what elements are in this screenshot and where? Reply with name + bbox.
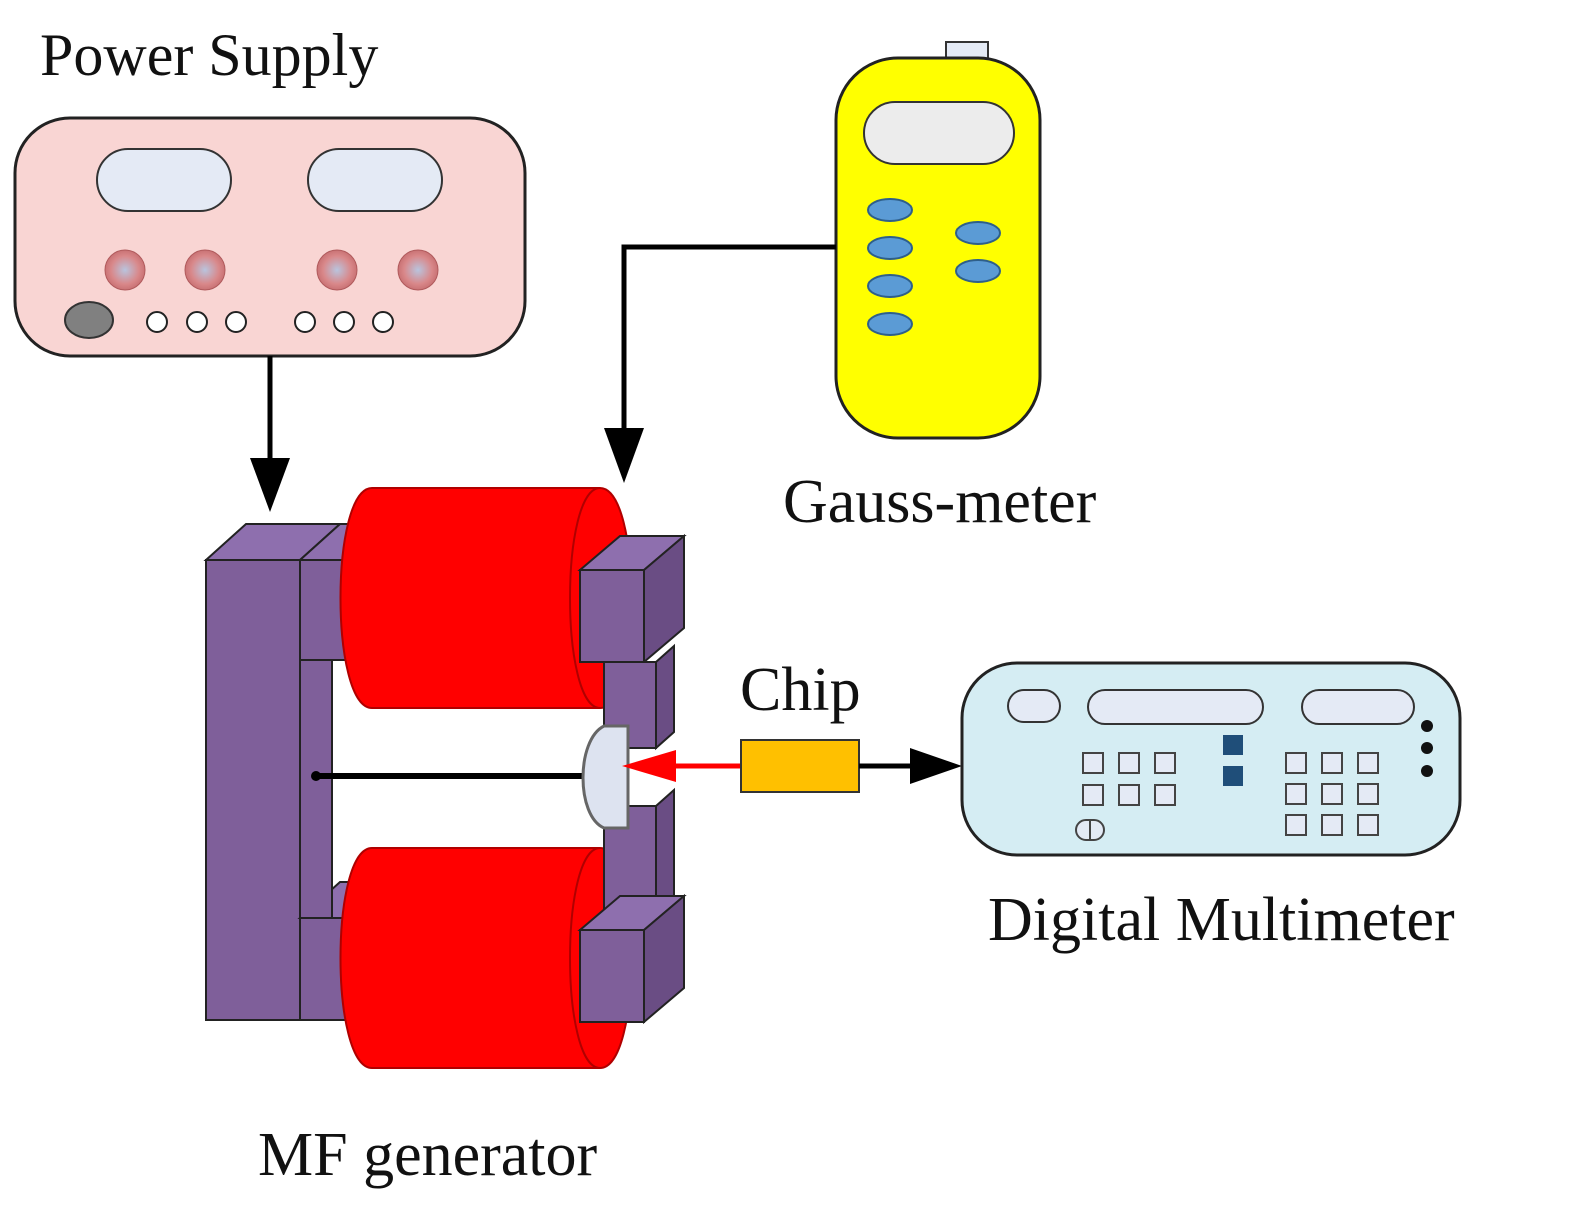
multimeter-left-keypad bbox=[1082, 752, 1176, 806]
gauss-meter-label: Gauss-meter bbox=[783, 468, 1097, 536]
multimeter-key bbox=[1357, 814, 1379, 836]
power-supply-terminal bbox=[333, 311, 355, 333]
wires bbox=[250, 244, 836, 512]
multimeter-key bbox=[1285, 783, 1307, 805]
chip-label: Chip bbox=[740, 656, 861, 724]
upper-pole-tip-side bbox=[655, 643, 675, 751]
power-supply-label: Power Supply bbox=[40, 22, 378, 88]
multimeter-jack bbox=[1421, 720, 1433, 732]
gauss-meter-button bbox=[867, 198, 913, 222]
multimeter-key bbox=[1321, 752, 1343, 774]
multimeter-jack bbox=[1421, 765, 1433, 777]
chip bbox=[740, 739, 860, 793]
lower-coil-edge bbox=[569, 847, 601, 1069]
power-supply-display-left bbox=[96, 148, 232, 212]
power-supply-knob bbox=[184, 249, 226, 291]
gauss-meter-wire-arrowhead bbox=[604, 428, 644, 483]
multimeter-key bbox=[1118, 784, 1140, 806]
upper-coil-edge bbox=[569, 487, 601, 709]
chip-to-multimeter-arrowhead bbox=[910, 748, 962, 784]
digital-multimeter: Digital Multimeter bbox=[960, 661, 1462, 954]
multimeter-key bbox=[1118, 752, 1140, 774]
upper-pole-front bbox=[579, 569, 645, 663]
multimeter-key bbox=[1082, 752, 1104, 774]
gauss-meter-button bbox=[955, 221, 1001, 245]
power-supply-switch bbox=[64, 301, 114, 339]
power-supply-terminal bbox=[186, 311, 208, 333]
gauss-meter: Gauss-meter bbox=[783, 41, 1097, 536]
multimeter-key bbox=[1357, 752, 1379, 774]
multimeter-key bbox=[1285, 752, 1307, 774]
gauss-meter-display bbox=[863, 101, 1015, 165]
digital-multimeter-label: Digital Multimeter bbox=[988, 886, 1455, 954]
sample-rod-end bbox=[311, 771, 321, 781]
multimeter-key bbox=[1082, 784, 1104, 806]
mf-generator-label: MF generator bbox=[258, 1121, 598, 1189]
multimeter-display-small bbox=[1007, 689, 1061, 723]
multimeter-key bbox=[1285, 814, 1307, 836]
power-supply: Power Supply bbox=[13, 22, 527, 358]
power-supply-display-right bbox=[307, 148, 443, 212]
multimeter-jack bbox=[1421, 742, 1433, 754]
power-supply-knob bbox=[316, 249, 358, 291]
probe-red-arrowhead bbox=[622, 750, 676, 782]
power-supply-terminal bbox=[294, 311, 316, 333]
sample-disc bbox=[581, 724, 630, 830]
yoke-vertical-bar bbox=[205, 559, 301, 1021]
gauss-meter-wire bbox=[621, 244, 836, 430]
power-supply-terminal bbox=[225, 311, 247, 333]
multimeter-indicator bbox=[1223, 735, 1243, 755]
multimeter-right-keypad bbox=[1285, 752, 1379, 836]
multimeter-key bbox=[1321, 814, 1343, 836]
multimeter-display-right bbox=[1301, 689, 1415, 725]
power-supply-wire-arrowhead bbox=[250, 458, 290, 512]
gauss-meter-button bbox=[867, 274, 913, 298]
power-supply-terminal bbox=[372, 311, 394, 333]
power-supply-terminal bbox=[146, 311, 168, 333]
yoke-inner-rail bbox=[299, 659, 333, 919]
lower-pole-front bbox=[579, 929, 645, 1023]
gauss-meter-button bbox=[955, 259, 1001, 283]
chip-assembly: Chip bbox=[622, 656, 962, 793]
gauss-meter-button bbox=[867, 236, 913, 260]
mf-generator: MF generator bbox=[203, 487, 687, 1189]
multimeter-key bbox=[1321, 783, 1343, 805]
multimeter-key bbox=[1154, 752, 1176, 774]
multimeter-key bbox=[1357, 783, 1379, 805]
multimeter-display-main bbox=[1087, 689, 1264, 725]
power-supply-knob bbox=[397, 249, 439, 291]
power-supply-knob bbox=[104, 249, 146, 291]
gauss-meter-button bbox=[867, 312, 913, 336]
multimeter-key bbox=[1154, 784, 1176, 806]
multimeter-indicator bbox=[1223, 766, 1243, 786]
